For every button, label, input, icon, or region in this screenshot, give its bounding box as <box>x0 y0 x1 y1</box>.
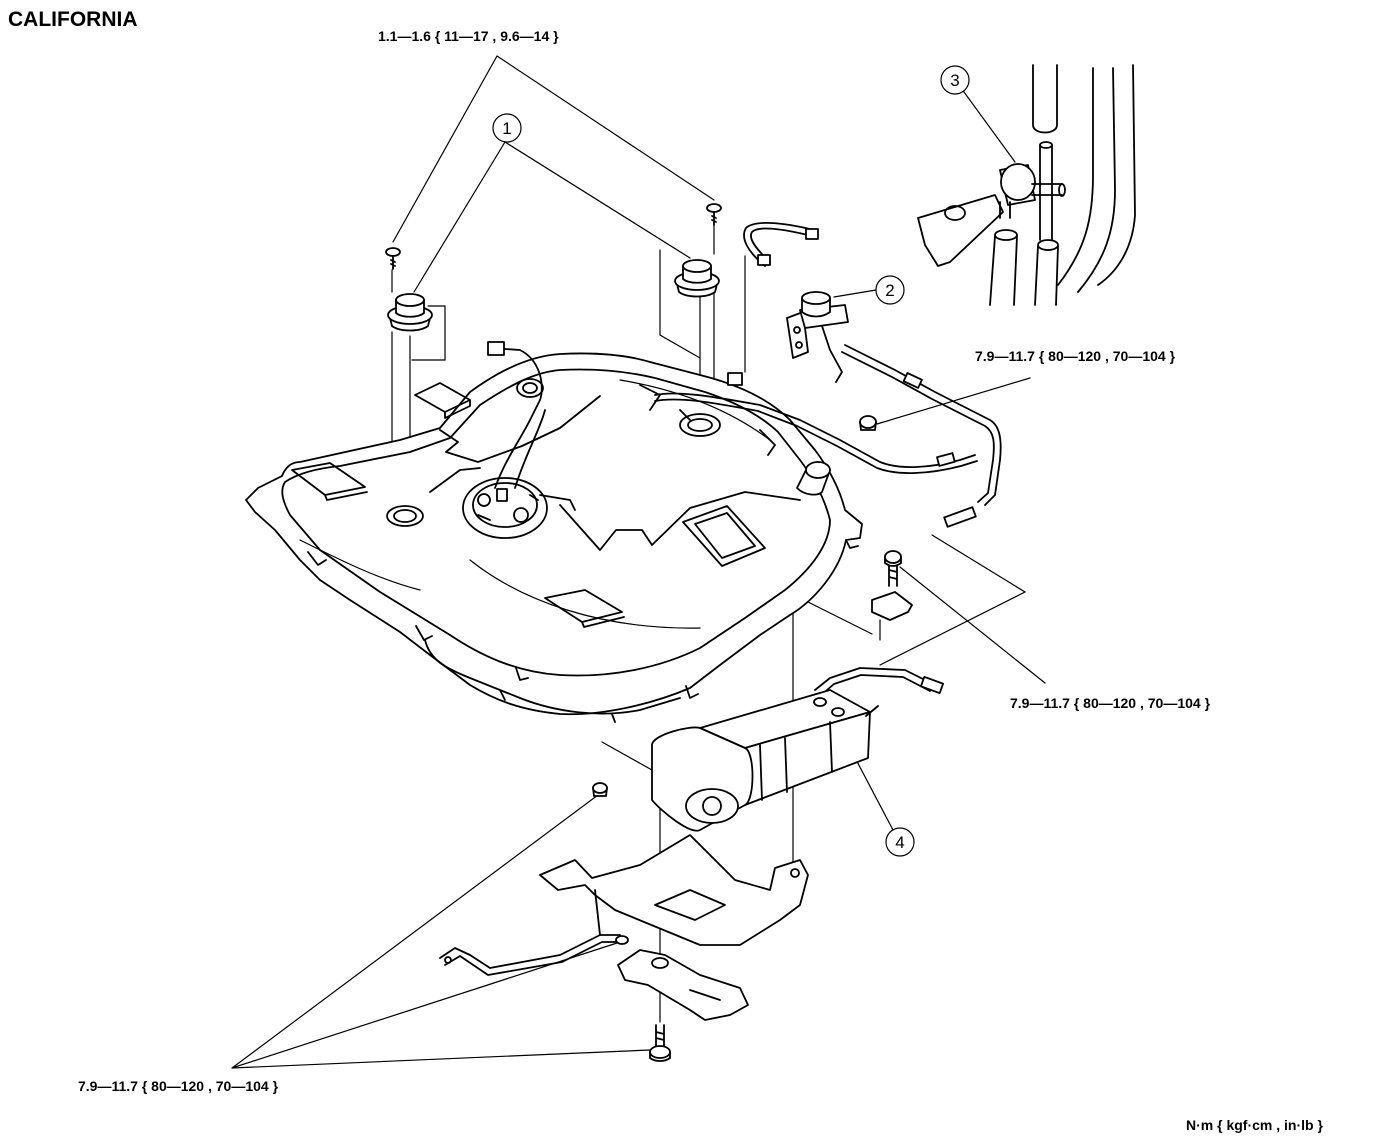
callout-4: 4 <box>885 827 915 857</box>
small-bracket <box>871 591 913 621</box>
valve-2-bracket <box>786 311 809 359</box>
lower-plate <box>617 949 749 1021</box>
valve-2-hose <box>743 222 815 267</box>
canister-bracket <box>539 834 809 946</box>
inset-tube-top <box>1032 64 1058 134</box>
callout-1-number: 1 <box>502 119 511 138</box>
callout-2-number: 2 <box>885 281 894 300</box>
valve-3-body <box>1000 163 1036 201</box>
callout-4-number: 4 <box>895 833 904 852</box>
pipe-end-connector <box>943 506 977 528</box>
sender-hole-left <box>386 505 424 527</box>
cap-left <box>387 293 433 332</box>
pad-bottom <box>544 589 625 628</box>
leader-caps-torque <box>392 55 715 243</box>
wire-harness-bracket <box>439 934 621 976</box>
pipe-clip-nut <box>859 415 877 431</box>
screw-right <box>706 203 722 226</box>
canister-port <box>685 788 739 824</box>
nut-bracket <box>615 935 629 945</box>
pad-left <box>291 462 368 501</box>
torque-label-pipe-clip: 7.9—11.7 { 80—120 , 70—104 } <box>975 348 1176 364</box>
inset-bracket <box>917 194 1004 267</box>
tank-flange-tabs <box>307 539 859 699</box>
pad-right <box>682 505 766 567</box>
valve-3-inset <box>917 64 1136 306</box>
tank-ridge-line <box>439 395 801 551</box>
tank-openings <box>386 378 721 527</box>
nut-canister <box>592 782 608 797</box>
filler-neck <box>796 461 831 496</box>
torque-label-canister-mount: 7.9—11.7 { 80—120 , 70—104 } <box>78 1078 279 1094</box>
charcoal-canister-4 <box>651 667 945 832</box>
pipe-connector <box>902 372 923 389</box>
canister-pipe <box>814 667 936 697</box>
leader-canister-mount-torque <box>231 794 651 1069</box>
torque-label-caps: 1.1—1.6 { 11—17 , 9.6—14 } <box>378 28 559 44</box>
callout-1: 1 <box>492 113 522 143</box>
leader-bracket-bolt-torque <box>899 566 1046 684</box>
valve-2 <box>743 222 849 383</box>
evap-pipes <box>639 344 1002 528</box>
leader-callout-1 <box>413 141 691 293</box>
fuel-tank <box>245 341 863 723</box>
cap-right <box>674 259 720 298</box>
screw-left <box>385 247 401 270</box>
tank-flange-outline <box>245 352 863 716</box>
callout-3: 3 <box>940 65 970 95</box>
wire-grommet <box>516 378 544 398</box>
inset-body-lines <box>1057 64 1136 293</box>
torque-label-bracket-bolt: 7.9—11.7 { 80—120 , 70—104 } <box>1010 695 1211 711</box>
fuel-pump <box>462 477 548 539</box>
callout-2: 2 <box>875 275 905 305</box>
leader-callout-3 <box>963 91 1016 163</box>
tank-pads <box>291 382 766 628</box>
bolt-bottom <box>649 1024 671 1062</box>
callout-3-number: 3 <box>950 71 959 90</box>
pump-wiring <box>429 341 743 511</box>
wire-connector <box>487 341 505 356</box>
bolt-right-bracket <box>871 550 913 621</box>
diagram-title: CALIFORNIA <box>8 8 138 31</box>
tank-contour-lines <box>299 379 771 629</box>
leader-callout-4 <box>851 751 894 831</box>
units-label: N·m { kgf·cm , in·lb } <box>1186 1117 1323 1133</box>
leader-bracket-group <box>879 534 1027 666</box>
leader-callout-2 <box>833 289 877 298</box>
sender-hole-right <box>679 413 721 437</box>
pad-top-left <box>414 382 471 419</box>
leader-lines <box>231 55 1046 1069</box>
tank-lower-bulge <box>424 639 681 723</box>
